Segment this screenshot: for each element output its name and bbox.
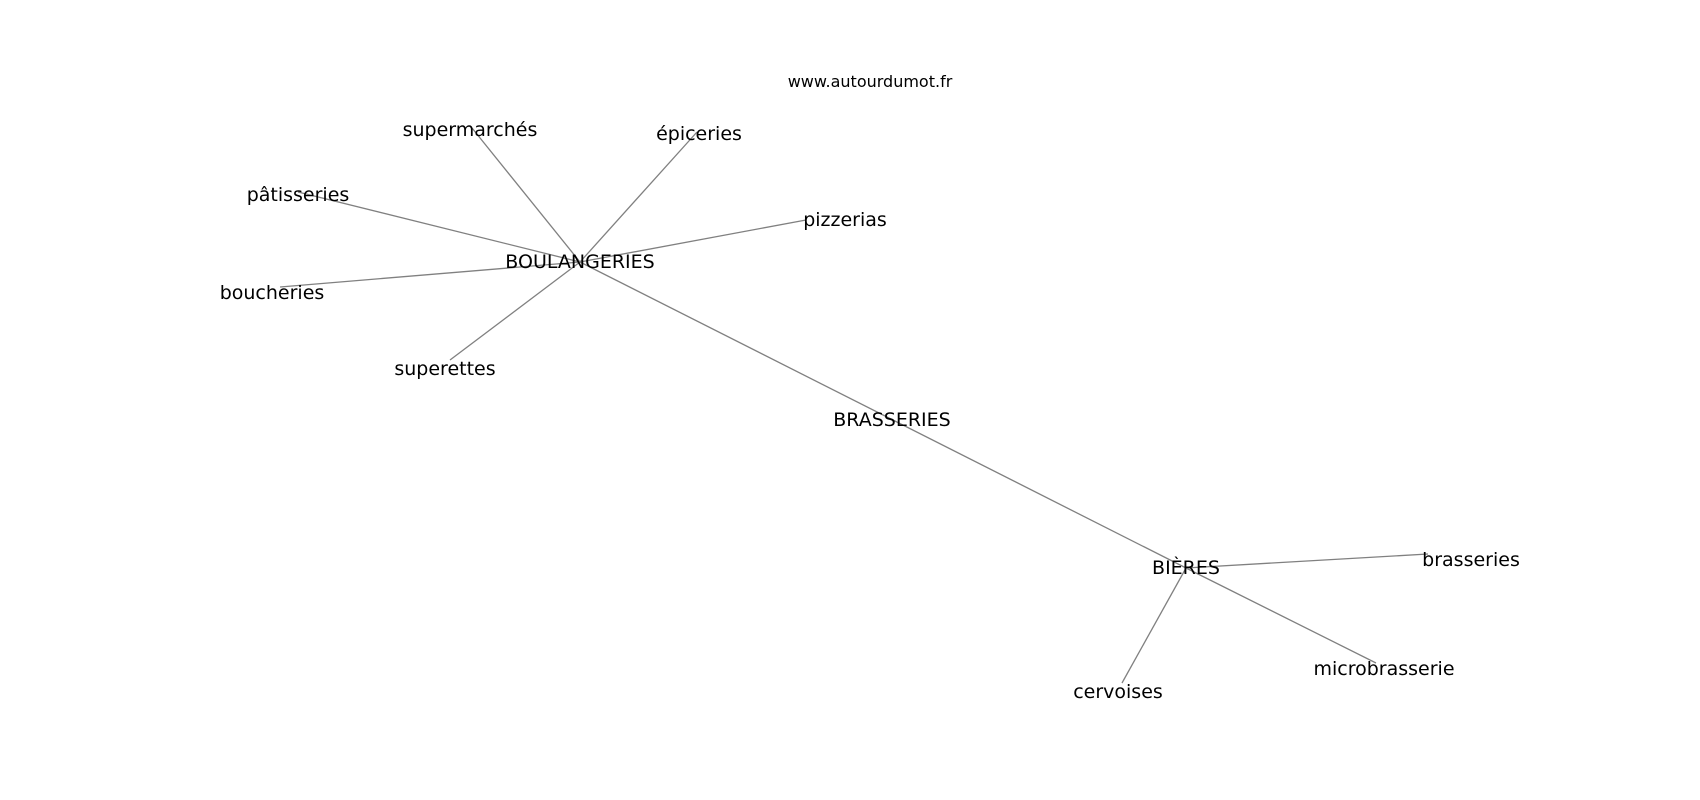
edge-boulangeries-supermarches: [471, 127, 581, 263]
node-label-bieres[interactable]: BIÈRES: [1152, 556, 1220, 579]
node-label-microbrasserie[interactable]: microbrasserie: [1313, 658, 1454, 680]
node-label-pizzerias[interactable]: pizzerias: [803, 209, 887, 231]
node-label-patisseries[interactable]: pâtisseries: [247, 184, 350, 206]
edge-bieres-brasseries: [1185, 553, 1429, 569]
edge-boulangeries-epiceries: [579, 131, 698, 263]
node-label-cervoises[interactable]: cervoises: [1073, 681, 1163, 703]
node-label-brasseries_hub[interactable]: BRASSERIES: [833, 409, 950, 431]
node-label-epiceries[interactable]: épiceries: [656, 123, 742, 145]
labels-layer: www.autourdumot.fr BOULANGERIES BRASSERIE…: [220, 72, 1520, 703]
edges-layer: [279, 127, 1429, 684]
node-label-boucheries[interactable]: boucheries: [220, 282, 325, 304]
edge-boulangeries-superettes: [449, 261, 581, 361]
edge-boulangeries-patisseries: [297, 191, 581, 263]
node-label-brasseries[interactable]: brasseries: [1422, 549, 1520, 571]
node-label-supermarches[interactable]: supermarchés: [403, 119, 538, 141]
node-label-boulangeries[interactable]: BOULANGERIES: [505, 251, 654, 273]
edge-boulangeries-bieres: [579, 261, 1187, 569]
site-url[interactable]: www.autourdumot.fr: [788, 72, 953, 91]
edge-boulangeries-pizzerias: [579, 219, 807, 263]
edge-bieres-cervoises: [1121, 567, 1187, 684]
node-label-superettes[interactable]: superettes: [394, 358, 495, 380]
edge-boulangeries-boucheries: [279, 261, 581, 288]
edge-bieres-microbrasserie: [1185, 567, 1377, 664]
